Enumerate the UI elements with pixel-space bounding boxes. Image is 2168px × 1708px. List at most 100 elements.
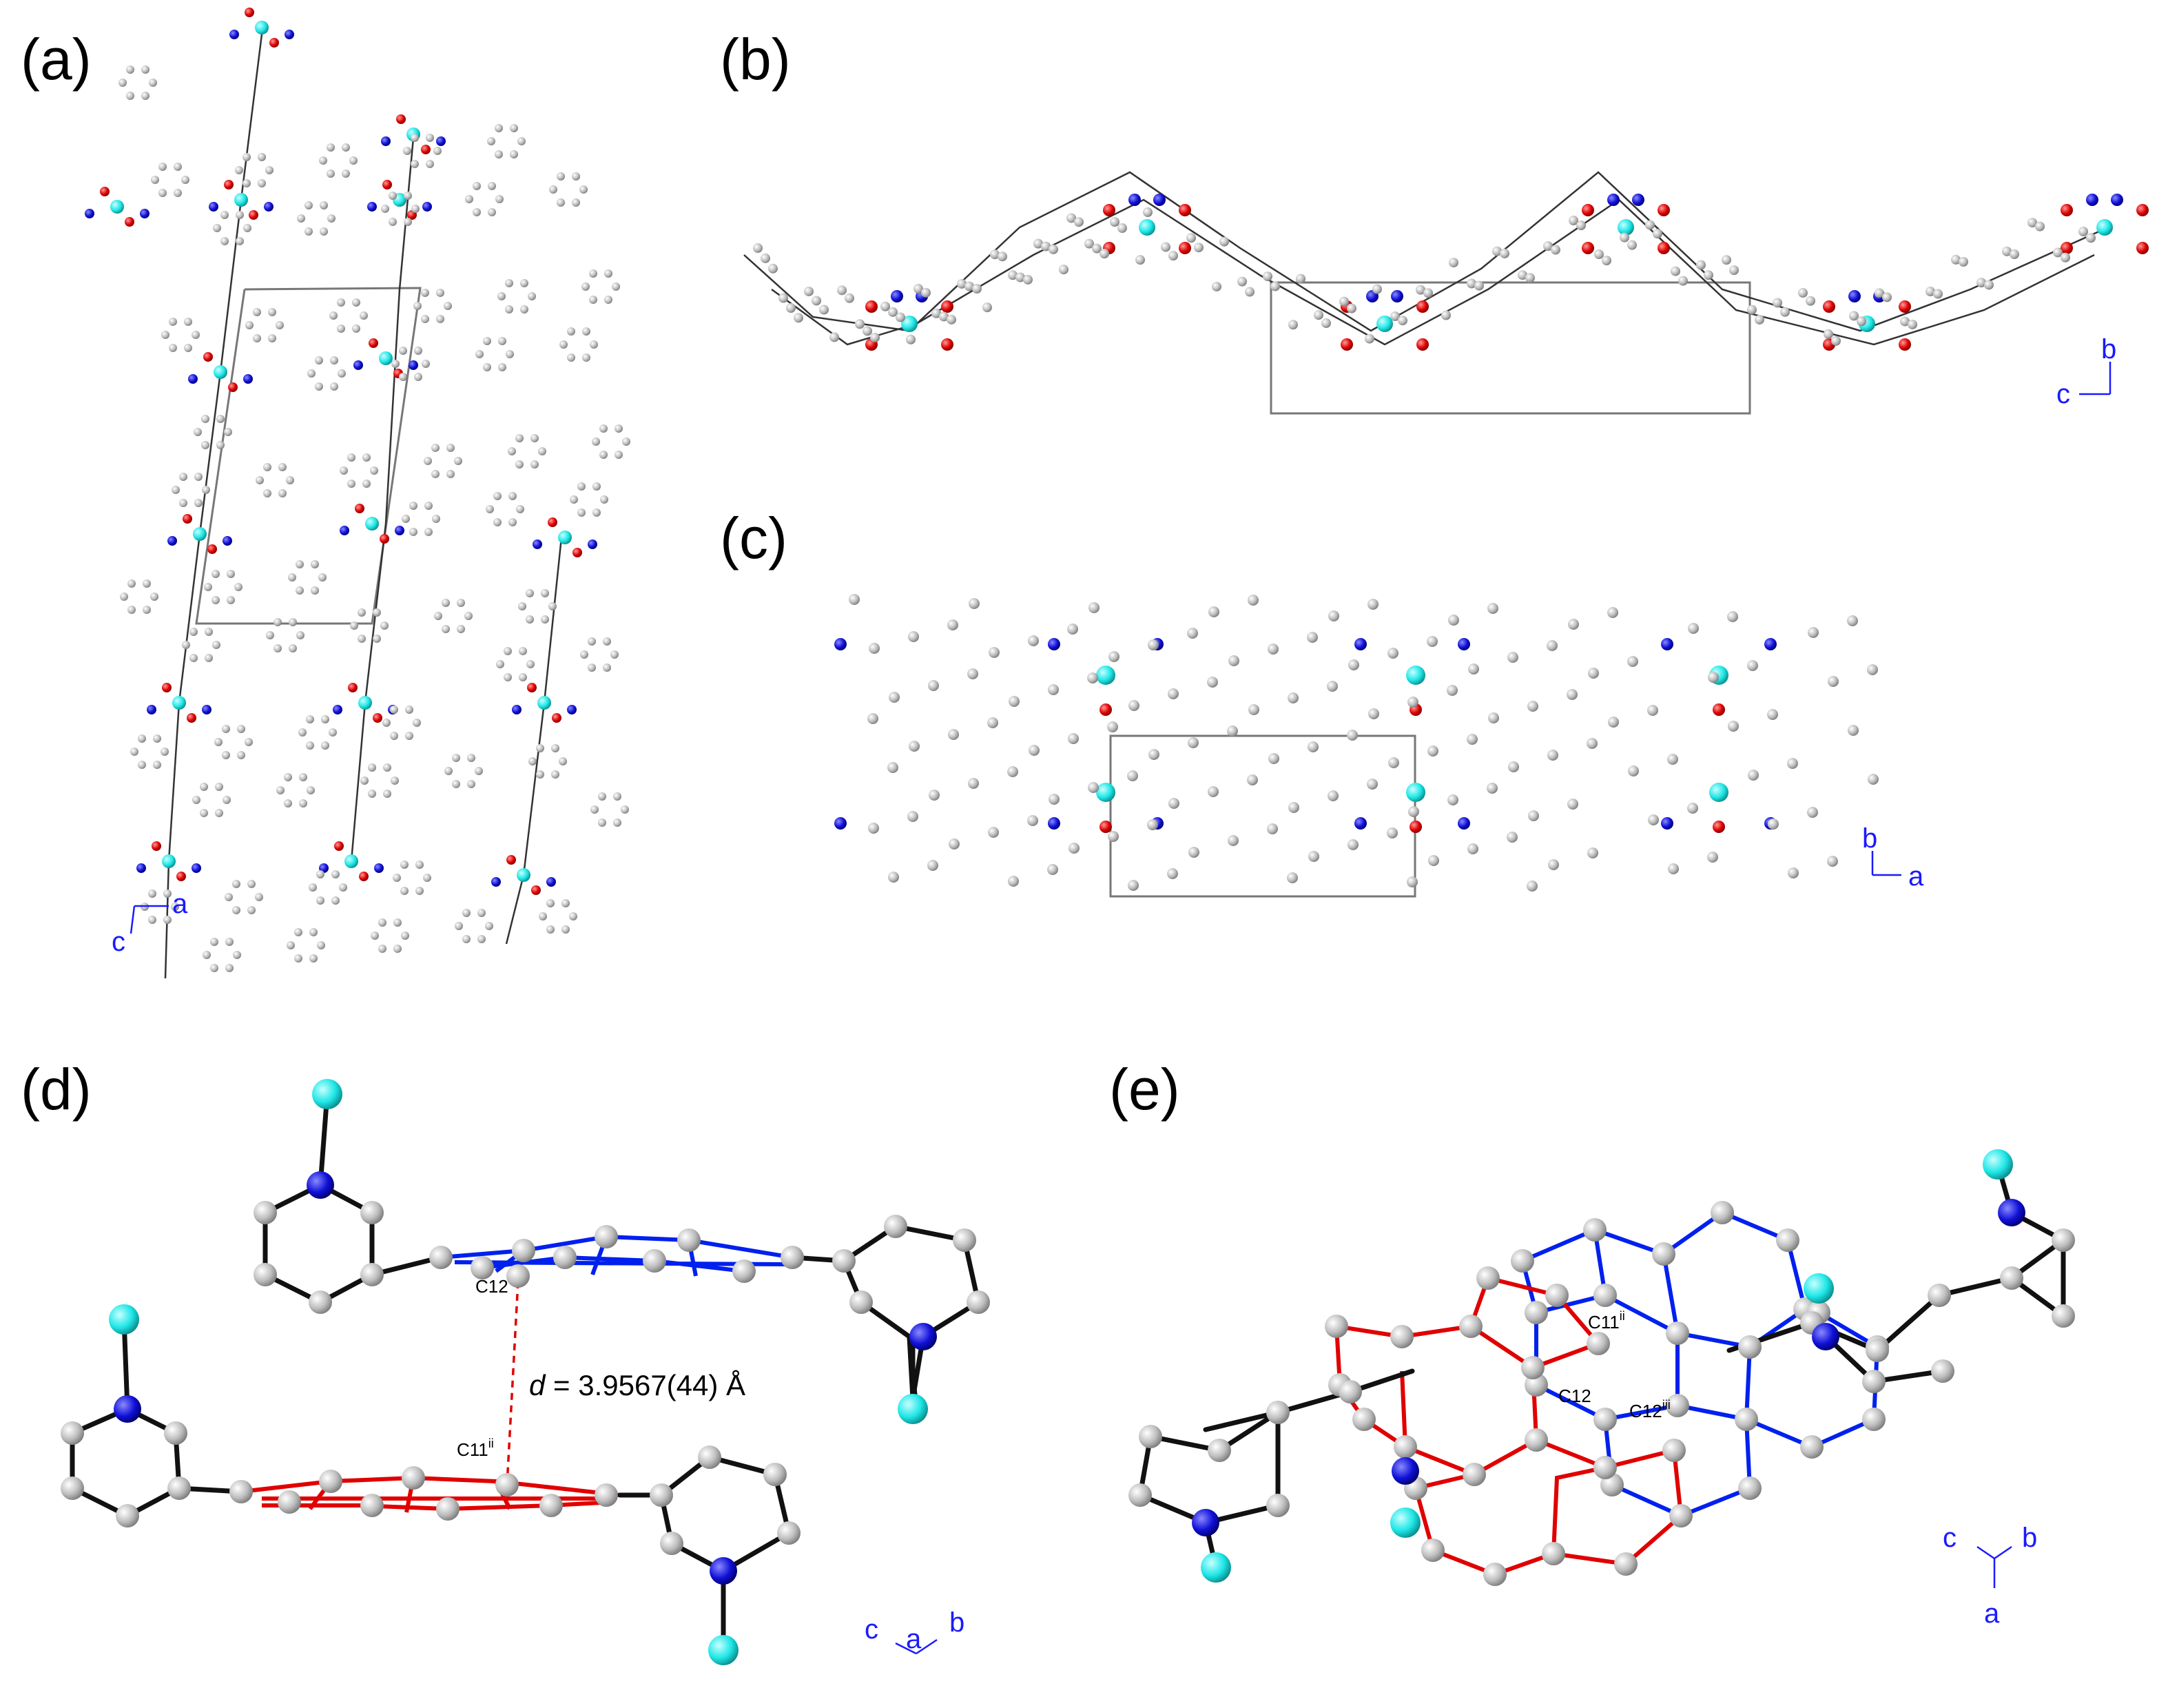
carbon-atom [263,462,271,471]
carbon-atom [557,198,565,207]
carbon-atom [508,518,517,527]
carbon-atom [1866,1339,1889,1362]
carbon-atom [424,457,432,465]
carbon-atom [1352,1408,1376,1431]
carbon-atom [309,1290,332,1314]
metal-atom [214,365,227,379]
nitrogen-atom [533,539,542,549]
carbon-atom [286,476,294,484]
metal-atom [1376,316,1393,332]
carbon-atom [526,660,535,668]
carbon-atom [2053,247,2063,258]
oxygen-atom [1410,821,1422,833]
carbon-atom [205,627,213,636]
carbon-atom [421,288,429,297]
metal-atom [1406,783,1425,802]
nitrogen-atom [1153,194,1166,206]
carbon-atom [297,214,305,223]
carbon-atom [434,612,442,620]
carbon-atom [148,889,156,898]
axis-label-a: a [1908,861,1924,892]
carbon-atom [1467,734,1478,745]
carbon-atom [577,482,586,491]
carbon-atom [339,883,347,892]
carbon-atom [442,598,450,607]
carbon-atom [475,350,484,358]
carbon-atom [768,263,778,274]
carbon-atom [298,728,307,737]
carbon-atom [243,224,251,232]
carbon-atom [148,916,156,925]
carbon-atom [436,315,444,324]
carbon-atom [1407,697,1418,708]
carbon-atom [254,1263,277,1286]
unit-cell-b [1270,281,1751,415]
carbon-atom [399,346,407,355]
carbon-atom [1423,288,1433,298]
carbon-atom [953,1228,976,1252]
carbon-atom [120,593,128,601]
carbon-atom [1128,700,1139,711]
axis-label-c: c [112,927,125,957]
carbon-atom [487,137,495,145]
carbon-atom [1128,880,1139,891]
carbon-atom [867,713,878,724]
carbon-atom [1147,819,1158,830]
carbon-atom [539,1494,563,1517]
carbon-atom [455,922,463,930]
oxygen-atom [369,338,378,348]
carbon-atom [255,893,263,901]
carbon-atom [1868,774,1879,785]
carbon-atom [405,732,413,741]
oxygen-atom [187,713,196,723]
carbon-atom [424,501,433,510]
atom-label-c12: C12 [1558,1386,1591,1406]
carbon-atom [615,451,623,460]
carbon-atom [473,181,481,190]
carbon-atom [1267,823,1278,834]
carbon-atom [1908,319,1917,329]
carbon-atom [559,340,568,349]
oxygen-atom [249,210,258,220]
carbon-atom [192,796,200,804]
carbon-atom [599,424,608,433]
oxygen-atom [162,683,172,692]
carbon-atom [1931,1359,1954,1383]
carbon-atom [214,738,223,746]
carbon-atom [184,344,192,353]
carbon-atom [837,285,847,296]
carbon-atom [553,1246,577,1269]
metal-atom [109,1304,139,1335]
carbon-atom [1507,832,1518,843]
panel-a-packing-view: c a [85,8,630,979]
oxygen-atom [359,872,369,881]
oxygen-atom [1416,300,1429,313]
carbon-atom [592,508,601,517]
carbon-atom [329,311,338,320]
carbon-atom [213,224,221,232]
carbon-atom [1875,288,1884,298]
carbon-atom [200,809,208,818]
carbon-atom [194,499,203,508]
carbon-atom [319,1470,342,1493]
carbon-atom [589,269,597,278]
carbon-atom [1067,624,1078,635]
nitrogen-atom [422,202,432,212]
carbon-atom [1722,255,1731,265]
carbon-atom [360,1263,384,1286]
panel-e-atoms [1128,1149,2075,1586]
carbon-atom [548,602,557,610]
carbon-atom [498,336,506,345]
carbon-atom [580,650,588,659]
oxygen-atom [2061,242,2073,254]
carbon-atom [307,786,315,794]
metal-atom [1406,666,1425,685]
carbon-atom [1666,1394,1689,1417]
carbon-atom [444,767,453,775]
carbon-atom [781,1246,804,1269]
carbon-atom [1110,217,1119,227]
carbon-atom [368,790,376,799]
metal-atom [537,696,551,710]
oxygen-atom [531,885,541,895]
axis-label-c: c [2056,379,2070,409]
